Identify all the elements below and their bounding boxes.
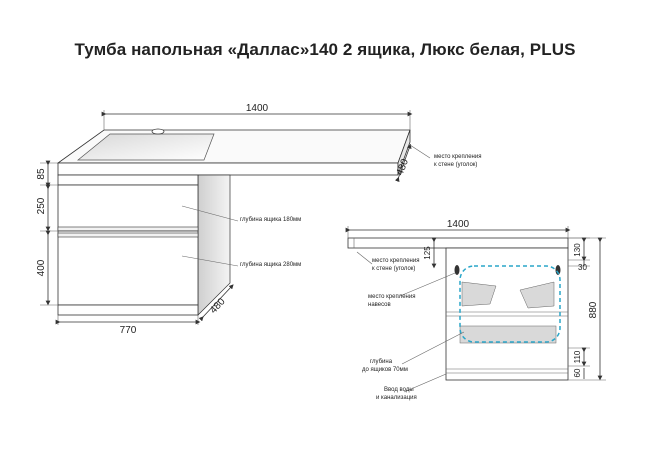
dim-height-top: 85 [36,168,47,180]
rv-cabinet [445,247,569,381]
basin [77,133,215,161]
rv-lower-panel [459,325,557,344]
rv-dim-130: 130 [573,243,582,257]
rv-dim-60: 60 [573,368,582,377]
rv-note-hinge-line1: место крепления [368,294,415,300]
rv-dim-110: 110 [573,350,582,363]
dim-width-top: 1400 [246,103,269,114]
rv-note-mount-line1: место крепления [372,258,419,264]
countertop-front [57,162,399,176]
rv-countertop [347,237,569,249]
faucet-hole [151,128,165,135]
rv-note-mount-line2: к стене (уголок) [372,266,415,272]
page-title: Тумба напольная «Даллас»140 2 ящика, Люк… [74,40,576,59]
note-mount-line1: место крепления [434,154,481,160]
plinth [57,304,199,316]
rv-dim-30: 30 [578,263,587,272]
note-drawer1-depth: глубина ящика 180мм [240,217,301,223]
rv-note-depth-line2: до ящиков 70мм [362,367,408,373]
rv-note-depth-line1: глубина [370,359,393,365]
left-isometric-view: 1400 480 место крепления к стене (уголок… [36,103,481,336]
rv-dim-width-top: 1400 [447,219,470,230]
cabinet-side [197,174,231,316]
dim-base-width: 770 [120,325,137,336]
right-elevation-view: 1400 125 место крепления к стене (уголок… [345,219,606,401]
dim-drawer2-height: 400 [36,259,47,276]
drawer-2 [57,230,199,306]
note-drawer2-depth: глубина ящика 280мм [240,262,301,268]
rv-note-water-line1: Ввод воды [384,387,414,393]
drawer-top [57,174,199,186]
rv-dim-125: 125 [423,246,432,260]
rv-note-water-line2: и канализация [376,395,417,401]
rv-hinge-panel-right [519,281,555,309]
rv-note-hinge-line2: навесов [368,302,391,308]
rv-dim-880: 880 [588,301,599,318]
drawer-1 [57,184,199,232]
rv-basin-outline [459,265,561,343]
rv-hinge-panel-left [461,281,497,307]
dim-drawer1-height: 250 [36,197,47,214]
note-mount-line2: к стене (уголок) [434,162,477,168]
